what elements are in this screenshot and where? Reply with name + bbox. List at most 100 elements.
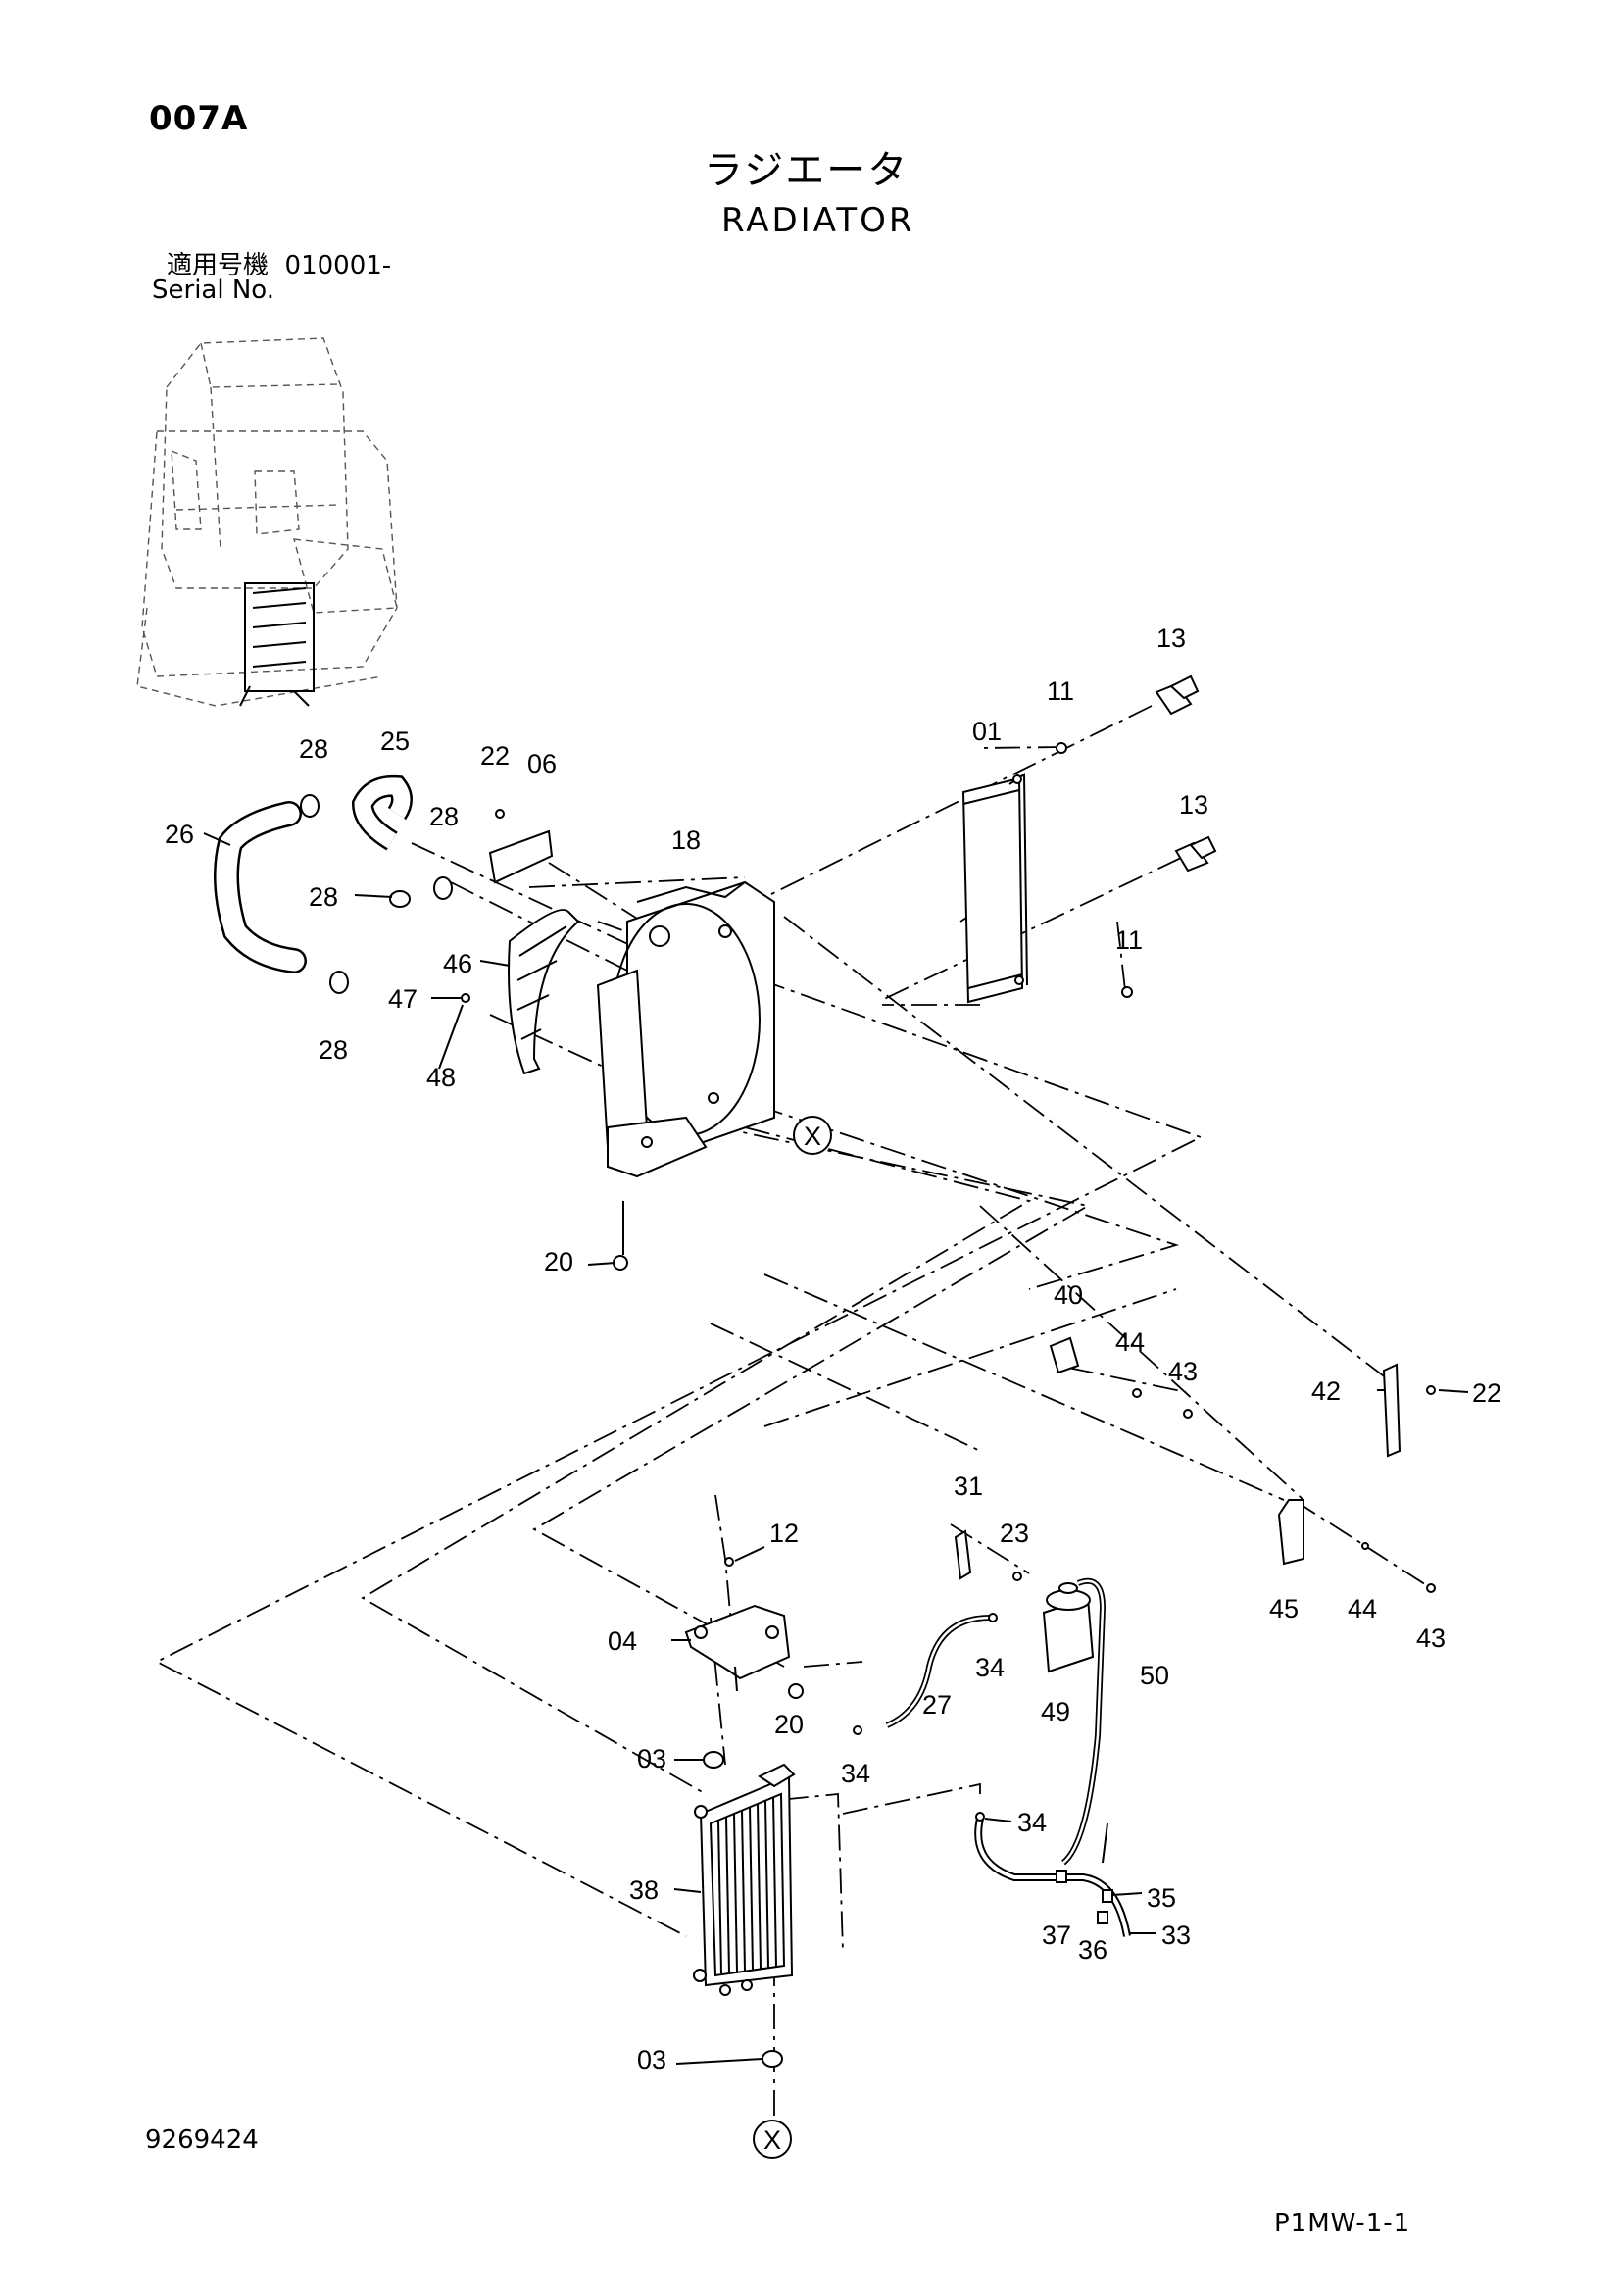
clamp-part-35 bbox=[1102, 1889, 1113, 1903]
bracket-part-45 bbox=[1277, 1499, 1304, 1566]
bracket-part-42 bbox=[1382, 1363, 1402, 1458]
machine-location-sketch bbox=[136, 337, 398, 707]
callout-13-lower: 13 bbox=[1179, 790, 1208, 820]
callout-20-lower: 20 bbox=[774, 1710, 804, 1739]
callout-03-upper: 03 bbox=[637, 1744, 666, 1773]
serial-label-english: Serial No. bbox=[152, 275, 274, 305]
callout-12: 12 bbox=[769, 1519, 799, 1548]
clamp-part-36 bbox=[1097, 1911, 1108, 1924]
reference-marker-x-upper-label: X bbox=[804, 1122, 821, 1151]
callout-49: 49 bbox=[1041, 1697, 1070, 1726]
washer-part-03a bbox=[703, 1751, 724, 1769]
bolt-part-20b bbox=[788, 1683, 804, 1699]
bolt-part-12 bbox=[724, 1557, 734, 1567]
callout-48: 48 bbox=[426, 1063, 456, 1092]
hose-clamp-part-28a bbox=[300, 794, 320, 818]
callout-28-a: 28 bbox=[299, 734, 328, 764]
callout-22-upper: 22 bbox=[480, 741, 510, 771]
callout-25: 25 bbox=[380, 726, 410, 756]
overflow-hose-part-33 bbox=[974, 1818, 1131, 1937]
callout-11-lower: 11 bbox=[1115, 925, 1143, 955]
washer-part-44b bbox=[1361, 1542, 1369, 1550]
document-number: 9269424 bbox=[145, 2125, 259, 2155]
bolt-part-20a bbox=[613, 1255, 628, 1271]
callout-03-lower: 03 bbox=[637, 2045, 666, 2074]
callout-44-lower: 44 bbox=[1348, 1594, 1377, 1623]
reference-marker-x-lower: X bbox=[753, 2120, 792, 2159]
callout-28-d: 28 bbox=[319, 1035, 348, 1065]
clip-part-34c bbox=[975, 1812, 985, 1822]
bolt-part-47 bbox=[461, 993, 470, 1003]
callout-11-upper: 11 bbox=[1047, 676, 1074, 706]
callout-50: 50 bbox=[1140, 1661, 1169, 1690]
hose-part-25 bbox=[351, 774, 413, 851]
bolt-part-11 bbox=[1056, 742, 1067, 754]
callout-44-upper: 44 bbox=[1115, 1327, 1145, 1357]
callout-26: 26 bbox=[165, 820, 194, 849]
callout-34-upper: 34 bbox=[975, 1653, 1005, 1682]
callout-40: 40 bbox=[1054, 1280, 1083, 1310]
callout-34-lower: 34 bbox=[1017, 1808, 1047, 1837]
callout-43-upper: 43 bbox=[1168, 1357, 1198, 1386]
page-title-english: RADIATOR bbox=[721, 201, 915, 240]
serial-label-japanese: 適用号機 010001- bbox=[167, 253, 391, 278]
callout-43-lower: 43 bbox=[1416, 1623, 1446, 1653]
callout-35: 35 bbox=[1147, 1883, 1176, 1913]
bracket-part-04 bbox=[684, 1604, 791, 1692]
bolt-part-43a bbox=[1183, 1409, 1193, 1419]
clip-part-34b bbox=[988, 1613, 998, 1622]
page-reference: P1MW-1-1 bbox=[1274, 2209, 1411, 2238]
serial-label-jp-text: 適用号機 bbox=[167, 251, 270, 280]
bolt-part-43b bbox=[1426, 1583, 1436, 1593]
callout-38: 38 bbox=[629, 1875, 659, 1905]
bolt-part-22a bbox=[495, 809, 505, 819]
callout-47: 47 bbox=[388, 984, 418, 1014]
page-title-japanese: ラジエータ bbox=[704, 148, 910, 193]
callout-23: 23 bbox=[1000, 1519, 1029, 1548]
callout-27: 27 bbox=[922, 1690, 952, 1720]
bolt-part-11b bbox=[1121, 986, 1133, 998]
clip-part-34a bbox=[853, 1725, 862, 1735]
page-code: 007A bbox=[149, 99, 249, 138]
callout-28-c: 28 bbox=[309, 882, 338, 912]
reference-marker-x-lower-label: X bbox=[763, 2125, 781, 2155]
callout-46: 46 bbox=[443, 949, 472, 978]
reference-marker-x-upper: X bbox=[793, 1116, 832, 1155]
callout-01: 01 bbox=[972, 717, 1002, 746]
bolt-part-22b bbox=[1426, 1385, 1436, 1395]
hose-part-26 bbox=[214, 801, 307, 973]
washer-part-44a bbox=[1132, 1388, 1142, 1398]
callout-18: 18 bbox=[671, 825, 701, 855]
radiator-part-38 bbox=[693, 1763, 796, 1996]
bracket-part-40 bbox=[1049, 1336, 1080, 1374]
callout-37: 37 bbox=[1042, 1921, 1071, 1950]
callout-06: 06 bbox=[527, 749, 557, 778]
fan-shroud-part-18 bbox=[596, 880, 775, 1178]
elbow-fitting-part-13 bbox=[1155, 674, 1200, 716]
bolt-part-23 bbox=[1012, 1572, 1022, 1581]
oil-cooler-part-01 bbox=[961, 773, 1028, 1004]
callout-28-b: 28 bbox=[429, 802, 459, 831]
hose-clamp-part-28b bbox=[433, 876, 453, 900]
fan-guard-part-46 bbox=[508, 909, 580, 1075]
callout-45: 45 bbox=[1269, 1594, 1299, 1623]
hose-clamp-part-28d bbox=[329, 971, 349, 994]
callout-34-middle: 34 bbox=[841, 1759, 870, 1788]
callout-22-lower: 22 bbox=[1472, 1378, 1501, 1408]
callout-42: 42 bbox=[1311, 1376, 1341, 1406]
assembly-guide-lines bbox=[155, 705, 1432, 2118]
washer-part-03b bbox=[762, 2050, 783, 2068]
callout-13-upper: 13 bbox=[1156, 624, 1186, 653]
clamp-part-37 bbox=[1056, 1870, 1067, 1883]
part-callouts: 13 11 01 13 11 28 25 22 06 28 26 18 28 4… bbox=[165, 624, 1501, 2074]
callout-31: 31 bbox=[954, 1472, 983, 1501]
callout-leader-lines bbox=[203, 832, 1469, 2065]
callout-36: 36 bbox=[1078, 1935, 1107, 1965]
hose-clamp-part-28c bbox=[389, 890, 411, 908]
elbow-fitting-part-13b bbox=[1174, 835, 1217, 873]
reserve-tank-part-49 bbox=[1042, 1582, 1095, 1673]
callout-20-upper: 20 bbox=[544, 1247, 573, 1276]
bracket-part-31 bbox=[954, 1529, 972, 1580]
serial-number-value: 010001- bbox=[284, 251, 392, 280]
